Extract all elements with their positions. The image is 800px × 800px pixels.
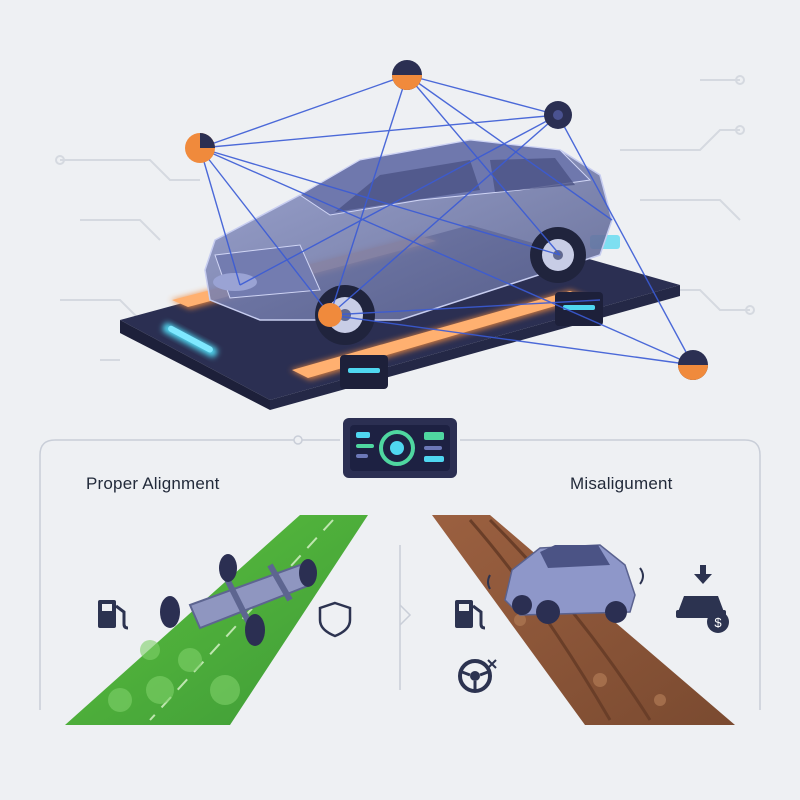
fuel-pump-icon: [455, 600, 486, 630]
comparison-frame: [39, 435, 761, 710]
fuel-pump-icon: [98, 600, 129, 630]
car-wireframe: [204, 139, 613, 345]
diagnostic-display: [343, 418, 457, 478]
car-damage-cost-icon: $: [676, 565, 729, 633]
misalignment-title: Misaligument: [570, 474, 673, 493]
car-misaligned: [487, 544, 644, 624]
chassis-aligned: [160, 554, 317, 646]
sensor-network: [199, 74, 694, 366]
sensor-node-icon: [185, 60, 708, 380]
misalignment-road: [432, 515, 735, 725]
shield-icon: [318, 601, 352, 638]
steering-wheel-error-icon: [458, 659, 497, 693]
proper-alignment-title: Proper Alignment: [86, 474, 220, 493]
svg-text:$: $: [714, 615, 722, 630]
